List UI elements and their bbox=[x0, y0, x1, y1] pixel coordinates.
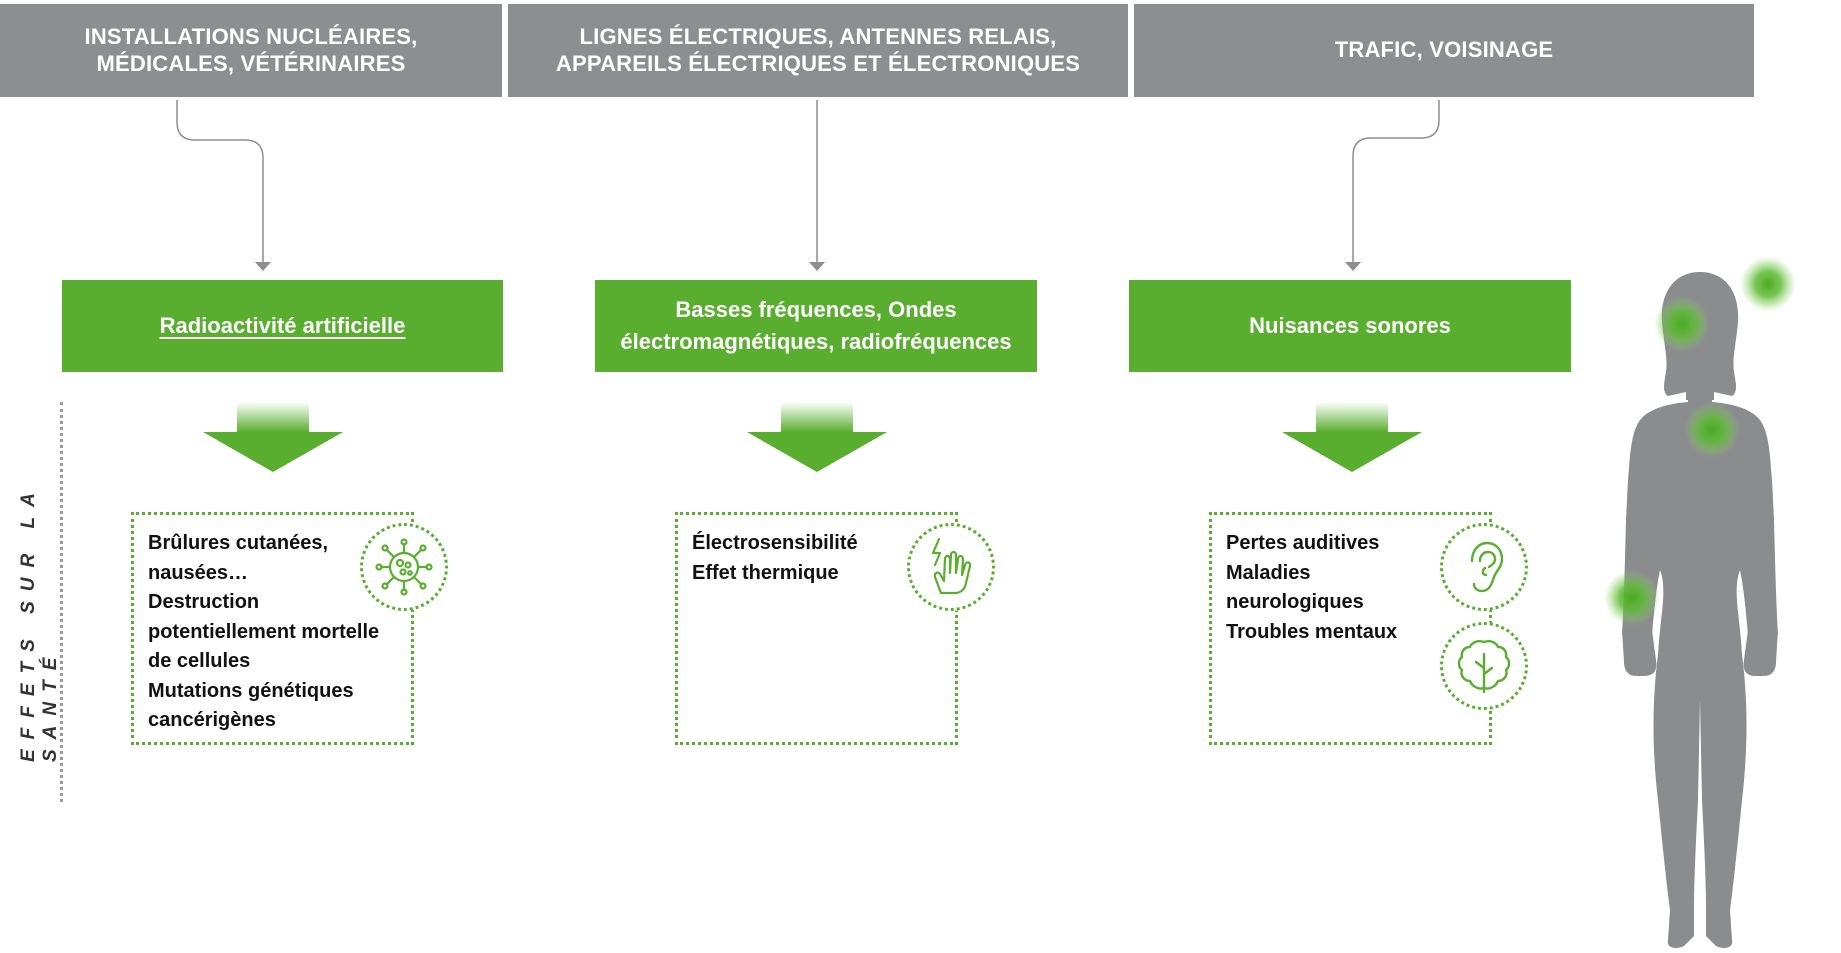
category-radioactivity[interactable]: Radioactivité artificielle bbox=[62, 280, 503, 372]
source-traffic: TRAFIC, VOISINAGE bbox=[1134, 4, 1754, 97]
connector-arrowhead-2 bbox=[809, 262, 825, 271]
side-label-text: EFFETS SUR LA SANTÉ bbox=[18, 483, 61, 762]
effect-item: Maladies neurologiques bbox=[1226, 561, 1364, 614]
wrist-hotspot bbox=[1604, 570, 1660, 626]
virus-icon bbox=[360, 523, 448, 611]
category-label: Basses fréquences, Ondes électromagnétiq… bbox=[620, 297, 1012, 354]
effect-item: Destruction potentiellement mortelle de … bbox=[148, 591, 380, 672]
effect-item: Mutations génétiques cancérigènes bbox=[148, 679, 354, 732]
hand-shock-icon bbox=[907, 523, 995, 611]
effect-item: Troubles mentaux bbox=[1226, 620, 1398, 643]
brain-icon bbox=[1440, 622, 1528, 710]
chest-hotspot bbox=[1684, 402, 1740, 458]
source-nuclear-medical: INSTALLATIONS NUCLÉAIRES, MÉDICALES, VÉT… bbox=[0, 4, 502, 97]
source-electrical: LIGNES ÉLECTRIQUES, ANTENNES RELAIS, APP… bbox=[508, 4, 1128, 97]
category-label: Nuisances sonores bbox=[1249, 313, 1451, 339]
health-effects-side-label: EFFETS SUR LA SANTÉ bbox=[18, 402, 63, 802]
down-arrow-1 bbox=[203, 402, 343, 472]
effect-item: Brûlures cutanées, nausées… bbox=[148, 532, 329, 584]
effect-item: Pertes auditives bbox=[1226, 532, 1380, 554]
down-arrow-2 bbox=[747, 402, 887, 472]
effects-list: Électrosensibilité Effet thermique bbox=[692, 529, 858, 588]
dotted-divider bbox=[60, 402, 63, 802]
head-left-hotspot bbox=[1654, 296, 1710, 352]
connector-arrowhead-3 bbox=[1345, 262, 1361, 271]
source-label: TRAFIC, VOISINAGE bbox=[1334, 37, 1554, 63]
connector-line-1 bbox=[176, 100, 264, 262]
down-arrow-3 bbox=[1282, 402, 1422, 472]
effects-box-radioactivity: Brûlures cutanées, nausées… Destruction … bbox=[131, 512, 414, 745]
effects-list: Pertes auditives Maladies neurologiques … bbox=[1226, 529, 1397, 647]
head-right-hotspot bbox=[1740, 256, 1796, 312]
category-electromagnetic: Basses fréquences, Ondes électromagnétiq… bbox=[595, 280, 1037, 372]
source-label: INSTALLATIONS NUCLÉAIRES, MÉDICALES, VÉT… bbox=[84, 23, 418, 76]
category-noise: Nuisances sonores bbox=[1129, 280, 1571, 372]
effects-list: Brûlures cutanées, nausées… Destruction … bbox=[148, 529, 379, 736]
effect-item: Effet thermique bbox=[692, 561, 839, 584]
source-label: LIGNES ÉLECTRIQUES, ANTENNES RELAIS, APP… bbox=[555, 23, 1081, 76]
category-label: Radioactivité artificielle bbox=[159, 313, 406, 339]
connector-arrowhead-1 bbox=[255, 262, 271, 271]
effect-item: Électrosensibilité bbox=[692, 532, 858, 554]
effects-box-electromagnetic: Électrosensibilité Effet thermique bbox=[675, 512, 958, 745]
effects-box-noise: Pertes auditives Maladies neurologiques … bbox=[1209, 512, 1492, 745]
ear-icon bbox=[1440, 523, 1528, 611]
connector-line-3 bbox=[1352, 100, 1440, 262]
